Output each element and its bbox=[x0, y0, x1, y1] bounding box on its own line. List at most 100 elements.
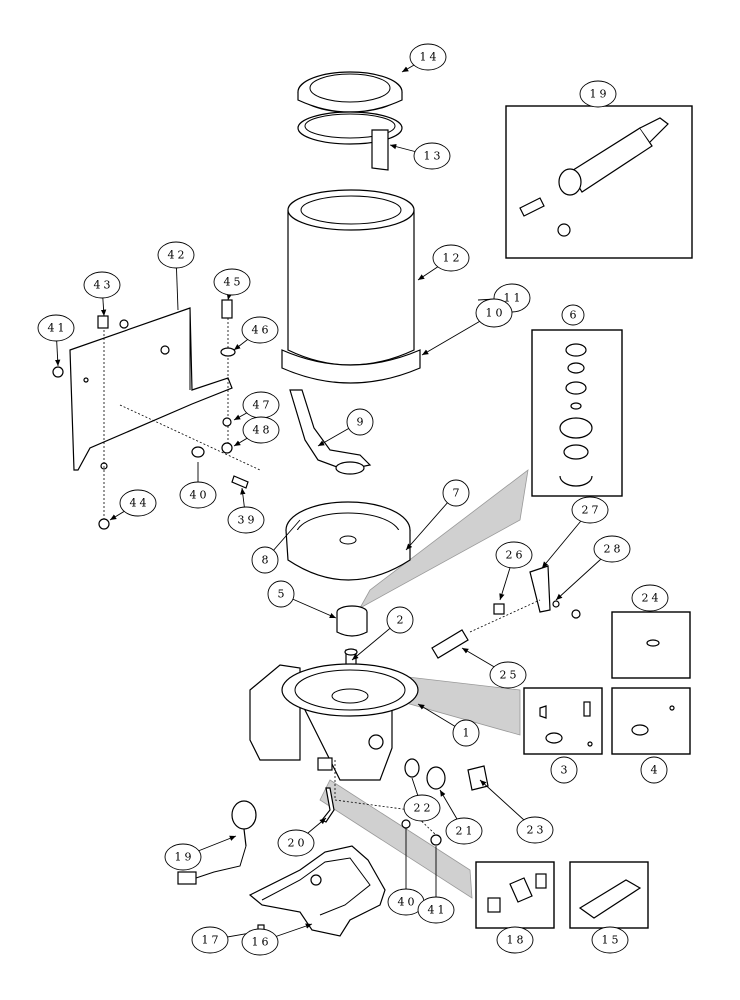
callout-c20: 20 bbox=[277, 829, 315, 857]
callout-number: 45 bbox=[224, 276, 244, 289]
detail-box-4 bbox=[611, 687, 691, 755]
part-follower-strip bbox=[289, 389, 372, 475]
callout-bubble bbox=[417, 896, 455, 924]
callout-bubble bbox=[191, 926, 229, 954]
callout-c42: 42 bbox=[157, 241, 195, 269]
callout-number: 16 bbox=[252, 936, 272, 949]
callout-number: 40 bbox=[398, 896, 418, 909]
callout-bubble bbox=[413, 142, 451, 170]
part-pump-body bbox=[249, 663, 419, 781]
callout-c46: 46 bbox=[241, 316, 279, 344]
callout-bubble bbox=[403, 794, 441, 822]
callout-bubble bbox=[432, 244, 470, 272]
callout-bubble bbox=[442, 479, 470, 507]
callout-number: 40 bbox=[190, 489, 210, 502]
callout-number: 41 bbox=[48, 322, 68, 335]
callout-c25: 25 bbox=[489, 661, 527, 689]
callout-number: 9 bbox=[357, 416, 367, 429]
callout-bubble bbox=[227, 506, 265, 534]
callout-number: 11 bbox=[504, 292, 524, 305]
callout-bubble bbox=[475, 298, 513, 328]
callout-bubble bbox=[409, 43, 447, 71]
callout-number: 3 bbox=[561, 764, 571, 777]
callout-c15: 15 bbox=[591, 926, 629, 954]
callout-c3: 3 bbox=[550, 756, 578, 784]
part-base-tray bbox=[248, 845, 386, 937]
callout-bubble bbox=[516, 816, 554, 844]
callout-c40a: 40 bbox=[179, 481, 217, 509]
callout-number: 21 bbox=[456, 825, 476, 838]
callout-bubble bbox=[241, 316, 279, 344]
callout-c27: 27 bbox=[571, 496, 609, 524]
callout-c16: 16 bbox=[241, 928, 279, 956]
callout-c17: 17 bbox=[191, 926, 229, 954]
callout-number: 47 bbox=[253, 399, 273, 412]
callout-bubble bbox=[119, 489, 157, 517]
callout-number: 18 bbox=[507, 934, 527, 947]
callout-c23: 23 bbox=[516, 816, 554, 844]
callout-bubble bbox=[452, 719, 480, 747]
callout-c4: 4 bbox=[640, 756, 668, 784]
callout-number: 22 bbox=[414, 802, 434, 815]
part-reservoir bbox=[281, 189, 421, 384]
callout-c18: 18 bbox=[496, 926, 534, 954]
part-fittings bbox=[431, 565, 581, 659]
callout-bubble bbox=[83, 271, 121, 299]
callout-c44: 44 bbox=[119, 489, 157, 517]
callout-bubble bbox=[489, 661, 527, 689]
callout-number: 48 bbox=[253, 424, 273, 437]
callout-c19bot: 19 bbox=[164, 843, 202, 871]
callout-number: 41 bbox=[428, 904, 448, 917]
part-bushing bbox=[336, 605, 368, 637]
callout-bubble bbox=[267, 580, 295, 608]
callout-bubble bbox=[561, 304, 585, 326]
callout-c14: 14 bbox=[409, 43, 447, 71]
detail-box-6-seals bbox=[531, 329, 623, 497]
callout-bubble bbox=[496, 926, 534, 954]
callout-bubble bbox=[640, 756, 668, 784]
detail-box-3 bbox=[523, 687, 603, 755]
callout-number: 5 bbox=[278, 588, 288, 601]
callout-number: 17 bbox=[202, 934, 222, 947]
callout-c39: 39 bbox=[227, 506, 265, 534]
callout-bubble bbox=[251, 546, 279, 574]
callout-bubble bbox=[579, 80, 617, 108]
callout-bubble bbox=[593, 535, 631, 563]
part-fasteners bbox=[52, 299, 249, 530]
callout-number: 28 bbox=[604, 543, 624, 556]
callout-bubble bbox=[37, 314, 75, 342]
callout-bubble bbox=[495, 541, 533, 569]
callout-c9: 9 bbox=[346, 408, 374, 436]
callout-bubble bbox=[242, 416, 280, 444]
detail-box-19-tool bbox=[505, 105, 693, 259]
callout-number: 19 bbox=[175, 851, 195, 864]
callout-c13: 13 bbox=[413, 142, 451, 170]
callout-c21: 21 bbox=[445, 817, 483, 845]
callout-number: 42 bbox=[168, 249, 188, 262]
callout-number: 44 bbox=[130, 497, 150, 510]
callout-bubble bbox=[164, 843, 202, 871]
callout-number: 39 bbox=[238, 514, 258, 527]
callout-c7: 7 bbox=[442, 479, 470, 507]
detail-box-24 bbox=[611, 611, 691, 679]
callout-number: 19 bbox=[590, 88, 610, 101]
callout-c24: 24 bbox=[631, 584, 669, 612]
callout-number: 15 bbox=[602, 934, 622, 947]
callout-number: 4 bbox=[651, 764, 661, 777]
callout-bubble bbox=[550, 756, 578, 784]
callout-c5: 5 bbox=[267, 580, 295, 608]
callout-bubble bbox=[213, 268, 251, 296]
callout-number: 1 bbox=[463, 727, 473, 740]
callout-c2: 2 bbox=[386, 606, 414, 634]
part-bracket bbox=[69, 307, 261, 520]
callout-bubble bbox=[241, 928, 279, 956]
callout-c41b: 41 bbox=[417, 896, 455, 924]
callout-c45: 45 bbox=[213, 268, 251, 296]
callout-c28: 28 bbox=[593, 535, 631, 563]
callout-bubble bbox=[631, 584, 669, 612]
callout-c22: 22 bbox=[403, 794, 441, 822]
callout-c41a: 41 bbox=[37, 314, 75, 342]
detail-box-18 bbox=[475, 861, 555, 929]
callout-number: 20 bbox=[288, 837, 308, 850]
callout-number: 12 bbox=[443, 252, 463, 265]
